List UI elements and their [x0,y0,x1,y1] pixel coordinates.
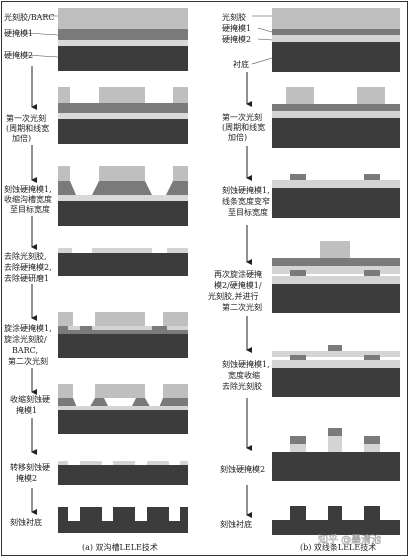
right-step2-line1: 刻蚀硬掩模1, [222,185,270,195]
right-stack-first-litho [272,87,400,148]
right-step4-line1: 刻蚀硬掩模1, [222,359,270,369]
left-step3-line2: 去除硬掩模2, [4,262,52,272]
right-top-label-hm1: 硬掩模1 [222,23,251,33]
left-top-label-hm2: 硬掩模2 [4,50,33,60]
right-stack-shrink [272,345,400,397]
left-top-label-resist: 光刻胶/BARC [4,12,55,22]
left-stack-first-litho [58,87,188,144]
right-step4-line2: 宽度收缩 [228,370,260,380]
watermark-text: 知乎 @墨清池 [318,533,381,546]
left-stack-shrink-etch [58,384,188,434]
left-step5-line2: 掩模1 [16,405,37,415]
left-step2-line3: 至目标宽度 [10,204,50,214]
right-step2-line3: 至目标宽度 [228,207,268,217]
left-step6-line1: 转移刻蚀硬 [10,462,50,472]
right-caption: (b) 双线条LELE技术 [300,542,376,552]
left-step3-line3: 去除硬研磨1 [4,273,49,283]
right-step1-line1: 第一次光刻 [222,112,262,122]
left-step4-line2: 旋涂光刻胶/ [4,334,47,344]
left-step4-line3: BARC, [12,346,38,355]
right-step4-line3: 去除光刻胶 [222,381,262,391]
right-stack-etch-hm2 [272,428,400,481]
left-step2-line2: 收缩沟槽宽度 [4,194,52,204]
right-top-label-hm2: 硬掩模2 [222,34,251,44]
right-stack-etch-substrate [272,506,400,535]
left-step5-line1: 收缩刻蚀硬 [10,394,50,404]
left-stack-etch-substrate [58,507,188,533]
left-step1-line2: (周期和线宽 [6,123,49,133]
left-step7-line1: 刻蚀衬底 [10,517,42,527]
left-column: 光刻胶/BARC 硬掩模1 硬掩模2 第一次光刻 (周期和线宽 加倍) 刻蚀硬掩… [4,8,188,552]
right-step3-line1: 再次旋涂硬掩 [214,269,262,279]
left-stack-remove-resist [58,248,188,276]
right-column: 光刻胶 硬掩模1 硬掩模2 衬底 第一次光刻 (周期和线宽 加倍) 刻蚀硬掩模1… [208,8,400,552]
left-stack-etch-hm1 [58,166,188,226]
left-stack-initial [58,8,188,71]
left-stack-second-litho [58,312,188,358]
left-step1-line3: 加倍) [12,133,31,143]
left-top-label-hm1: 硬掩模1 [4,28,33,38]
left-stack-transfer-hm2 [58,461,188,485]
right-stack-second-litho [272,241,400,313]
right-step3-line4: 第二次光刻 [222,302,262,312]
left-caption: (a) 双沟槽LELE技术 [82,542,158,552]
right-step3-line2: 模2/硬掩模1/ [214,280,262,290]
right-step2-line2: 线条宽度变窄 [222,196,270,206]
right-stack-initial [272,8,400,72]
left-step4-line4: 第二次光刻 [8,356,48,366]
right-step1-line2: (周期和线宽 [222,122,265,132]
right-top-label-resist: 光刻胶 [222,12,246,22]
right-step1-line3: 加倍) [228,132,247,142]
right-top-label-substrate: 衬底 [233,59,249,69]
right-step5-line1: 刻蚀硬掩模2 [220,464,265,474]
right-stack-etch-hm1 [272,174,400,218]
right-step3-line3: 光刻胶,并进行 [208,291,259,301]
left-step2-line1: 刻蚀硬掩模1, [4,184,52,194]
left-step6-line2: 掩模2 [16,473,37,483]
left-step1-line1: 第一次光刻 [6,113,46,123]
left-step3-line1: 去除光刻胶, [4,251,47,261]
left-step4-line1: 旋涂硬掩模1, [4,323,52,333]
right-step6-line1: 刻蚀衬底 [220,519,252,529]
